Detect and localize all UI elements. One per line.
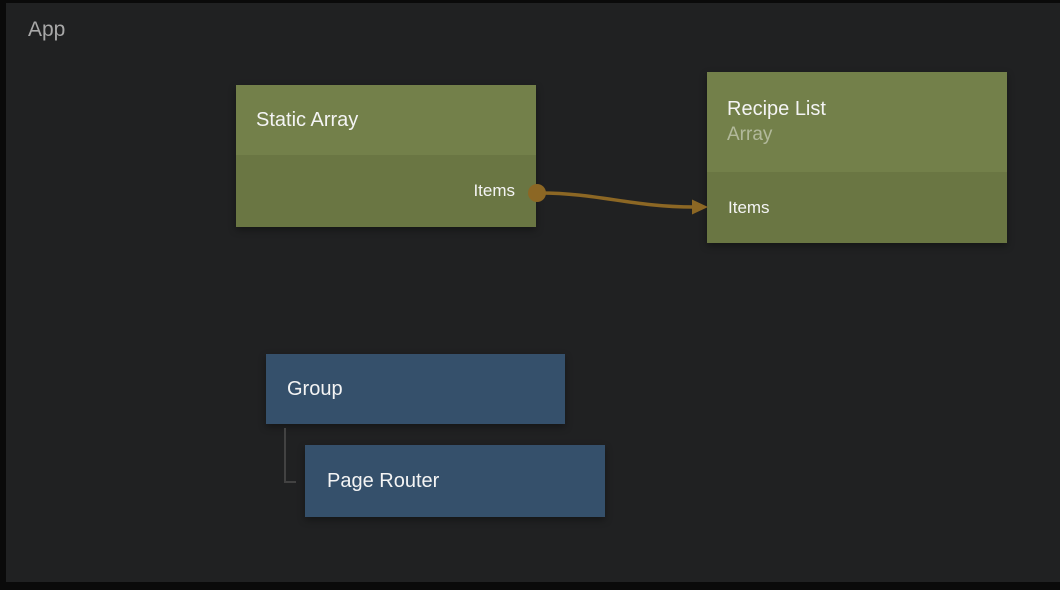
- window-edge-left: [0, 0, 6, 590]
- node-recipe-list-header[interactable]: Recipe List Array: [707, 72, 1007, 172]
- node-static-array-ports: Items: [236, 155, 536, 227]
- component-breadcrumb: App: [28, 18, 66, 41]
- window-edge-bottom: [0, 582, 1060, 590]
- node-group[interactable]: Group: [266, 354, 565, 424]
- node-subtitle: Array: [727, 124, 773, 145]
- window-edge-top: [0, 0, 1060, 3]
- node-recipe-list-ports: Items: [707, 172, 1007, 243]
- node-static-array[interactable]: Static Array Items: [236, 85, 536, 227]
- node-title: Static Array: [256, 108, 359, 131]
- node-title: Page Router: [327, 469, 440, 492]
- hierarchy-connector-line: [284, 428, 296, 483]
- node-title: Group: [287, 377, 343, 400]
- node-title: Recipe List: [727, 98, 826, 120]
- node-static-array-header[interactable]: Static Array: [236, 85, 536, 155]
- wire-path[interactable]: [539, 191, 695, 209]
- port-items-input[interactable]: Items: [728, 197, 770, 217]
- wire-static-array-to-recipe-list[interactable]: [528, 184, 708, 215]
- port-items-output[interactable]: Items: [473, 181, 515, 200]
- node-page-router[interactable]: Page Router: [305, 445, 605, 517]
- wire-arrowhead-icon: [692, 199, 708, 215]
- node-recipe-list[interactable]: Recipe List Array Items: [707, 72, 1007, 243]
